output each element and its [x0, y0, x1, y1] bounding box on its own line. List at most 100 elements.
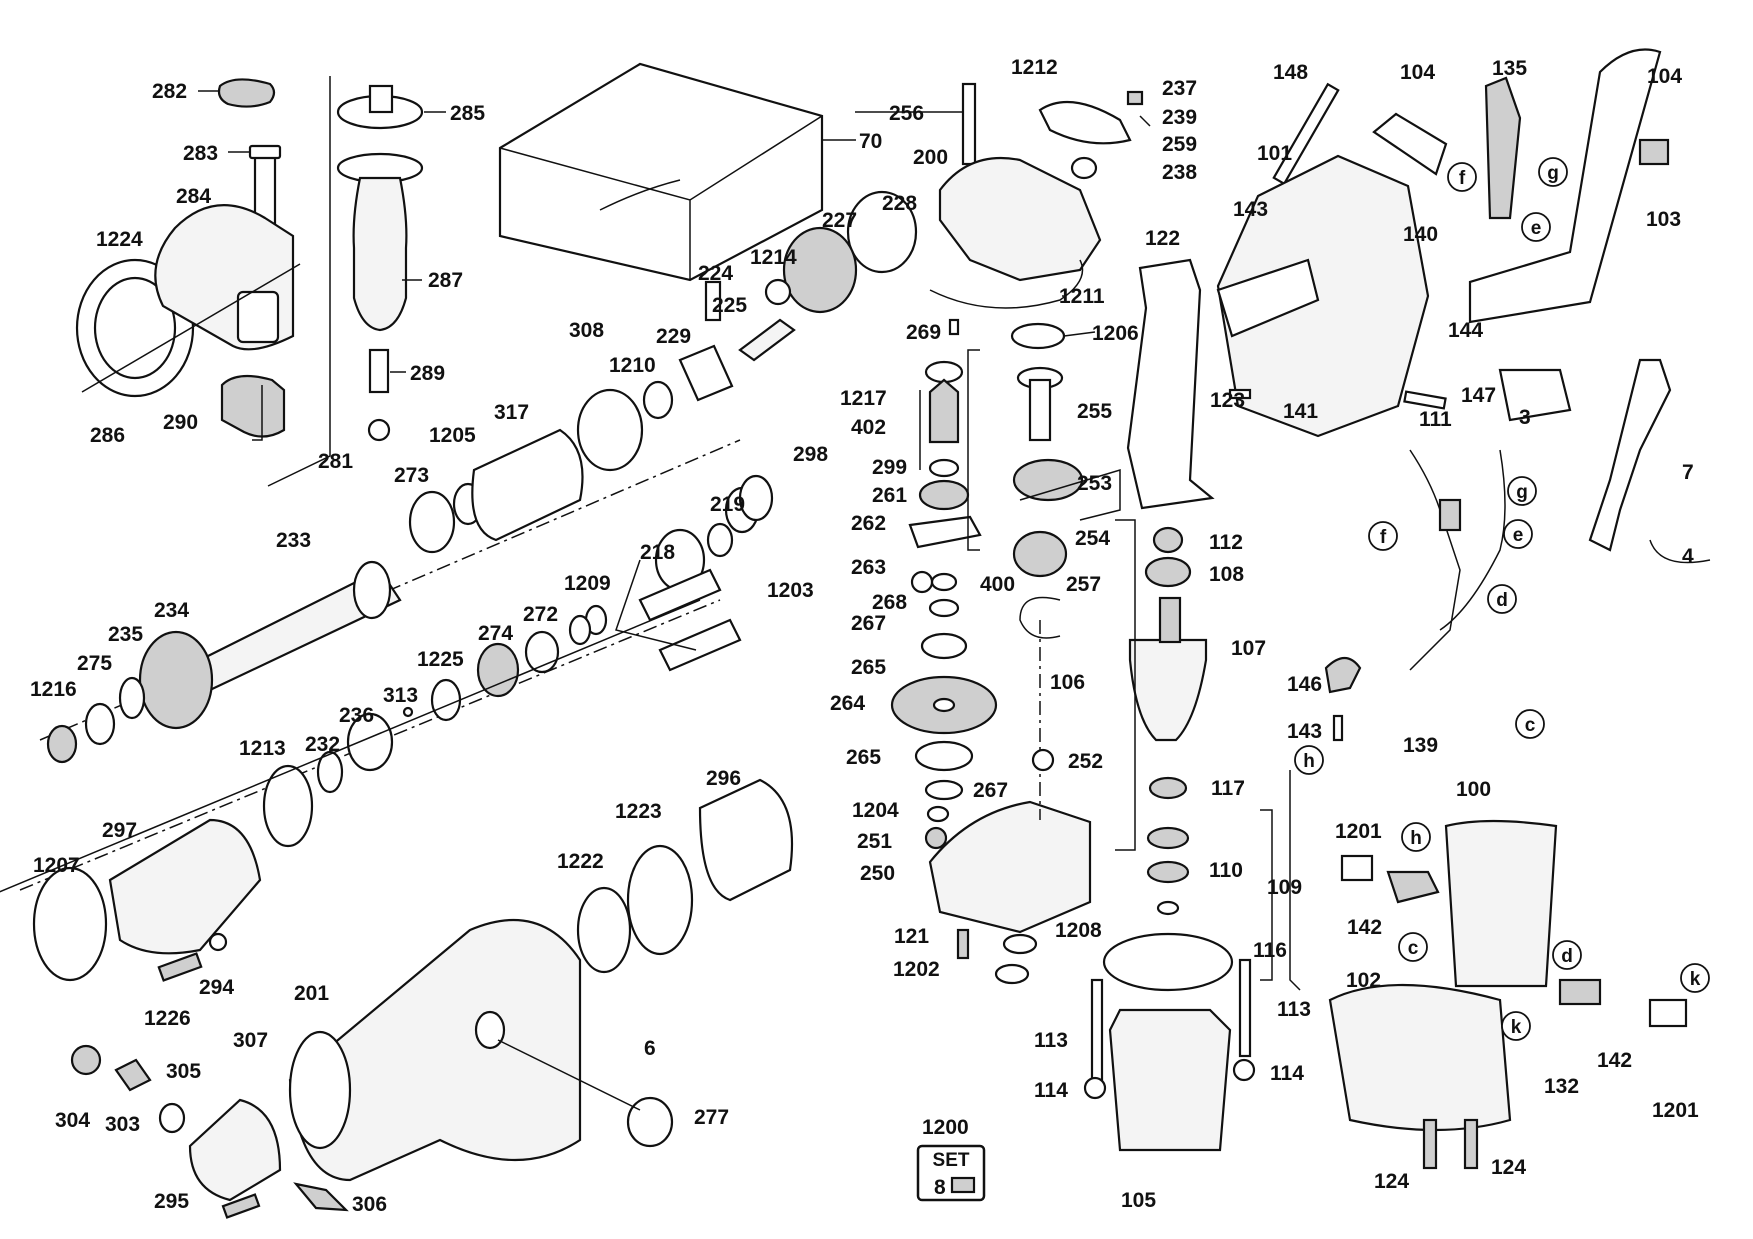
label-121: 121 — [894, 925, 929, 948]
part-224-pin — [704, 280, 722, 322]
front-housing-group — [0, 599, 794, 1219]
part-104b-clip — [1638, 138, 1670, 166]
part-307-collar — [188, 1098, 282, 1202]
marker-f-2-text: f — [1380, 527, 1387, 548]
part-4-cable — [1649, 539, 1711, 564]
set-badge-label: SET — [933, 1150, 970, 1171]
label-295: 295 — [154, 1190, 189, 1213]
part-317-cylinder — [471, 428, 584, 542]
label-113: 113 — [1277, 998, 1311, 1021]
leader-handle-bracket — [267, 76, 331, 487]
part-253-bearing — [1012, 458, 1084, 502]
label-265b: 265 — [846, 746, 881, 769]
label-1200: 1200 — [922, 1116, 969, 1139]
label-1211: 1211 — [1059, 285, 1105, 308]
label-143: 143 — [1233, 198, 1268, 221]
part-261-bearing — [918, 479, 970, 511]
label-277: 277 — [694, 1106, 729, 1129]
label-200: 200 — [913, 146, 948, 169]
label-255: 255 — [1077, 400, 1112, 423]
bracket-106 — [1115, 519, 1136, 851]
label-146: 146 — [1287, 673, 1322, 696]
label-114b: 114 — [1270, 1062, 1304, 1085]
spindle-group — [19, 428, 774, 891]
label-112: 112 — [1209, 531, 1243, 554]
part-252-ring — [1031, 748, 1055, 772]
part-117-fan — [1148, 776, 1188, 800]
part-238-plug — [1070, 156, 1098, 180]
label-284: 284 — [176, 185, 211, 208]
marker-d-2 — [1552, 940, 1582, 970]
label-237: 237 — [1162, 77, 1197, 100]
part-1225-ring — [430, 678, 462, 722]
label-275: 275 — [77, 652, 112, 675]
label-232: 232 — [305, 733, 340, 756]
label-105: 105 — [1121, 1189, 1156, 1212]
leader-290-bracket — [252, 385, 263, 441]
part-labels: 282 285 283 284 1224 287 289 286 290 281… — [30, 56, 1699, 1216]
part-1212-gasket — [1038, 100, 1132, 145]
label-110: 110 — [1209, 859, 1243, 882]
marker-d-2-text: d — [1561, 946, 1573, 967]
part-234-bearing — [138, 630, 214, 730]
label-251: 251 — [857, 830, 892, 853]
motor-column-group — [1083, 519, 1273, 1152]
label-250: 250 — [860, 862, 895, 885]
part-267-washer — [928, 598, 960, 618]
part-1206-oring — [1010, 322, 1066, 350]
label-306: 306 — [352, 1193, 387, 1216]
part-305-ring — [158, 1102, 186, 1134]
label-233: 233 — [276, 529, 311, 552]
label-1224: 1224 — [96, 228, 143, 251]
part-275-ring — [84, 702, 116, 746]
label-400: 400 — [980, 573, 1015, 596]
part-282-cap — [217, 78, 276, 108]
label-1209: 1209 — [564, 572, 611, 595]
label-201: 201 — [294, 982, 329, 1005]
label-1212: 1212 — [1011, 56, 1058, 79]
part-70-case — [498, 62, 824, 282]
part-287-handle-grip — [352, 176, 408, 332]
label-289: 289 — [410, 362, 445, 385]
part-122-bracket — [1126, 258, 1215, 510]
part-296-sleeve — [698, 778, 794, 902]
marker-h-2 — [1401, 822, 1431, 852]
marker-k-1 — [1501, 1011, 1531, 1041]
bracket-257 — [1019, 468, 1121, 521]
part-286-rod — [81, 263, 301, 393]
label-124b: 124 — [1491, 1156, 1526, 1179]
label-101: 101 — [1257, 142, 1292, 165]
label-123: 123 — [1210, 389, 1245, 412]
label-141: 141 — [1283, 400, 1318, 423]
part-264-gear-hub — [932, 697, 956, 713]
part-6-label-recess — [474, 1010, 506, 1050]
part-1203-ring — [706, 522, 734, 558]
marker-e-1 — [1521, 212, 1551, 242]
label-132: 132 — [1544, 1075, 1579, 1098]
label-256: 256 — [889, 102, 924, 125]
label-219: 219 — [710, 493, 745, 516]
part-1214-bushing — [764, 278, 792, 306]
part-107-armature — [1128, 638, 1208, 742]
marker-h-1 — [1294, 745, 1324, 775]
part-254-gear — [1012, 530, 1068, 578]
axis-front — [0, 599, 701, 893]
label-122: 122 — [1145, 227, 1180, 250]
part-265b-clutch-plate — [914, 740, 974, 772]
gear-housing-group — [576, 82, 1151, 472]
marker-f-1 — [1447, 162, 1477, 192]
marker-k-2-text: k — [1690, 969, 1701, 990]
part-107-shaft — [1158, 596, 1182, 644]
set-badge-icon: 8 — [934, 1176, 946, 1199]
part-201-nose — [288, 1030, 352, 1150]
leader-277-link — [497, 1039, 641, 1111]
label-6: 6 — [644, 1037, 656, 1060]
part-101-housing — [1216, 154, 1430, 438]
leader-h — [1289, 770, 1301, 991]
label-234: 234 — [154, 599, 189, 622]
marker-e-2 — [1503, 519, 1533, 549]
part-1213-ring — [262, 764, 314, 848]
label-294: 294 — [199, 976, 234, 999]
label-252: 252 — [1068, 750, 1103, 773]
part-1201b-connector — [1648, 998, 1688, 1028]
